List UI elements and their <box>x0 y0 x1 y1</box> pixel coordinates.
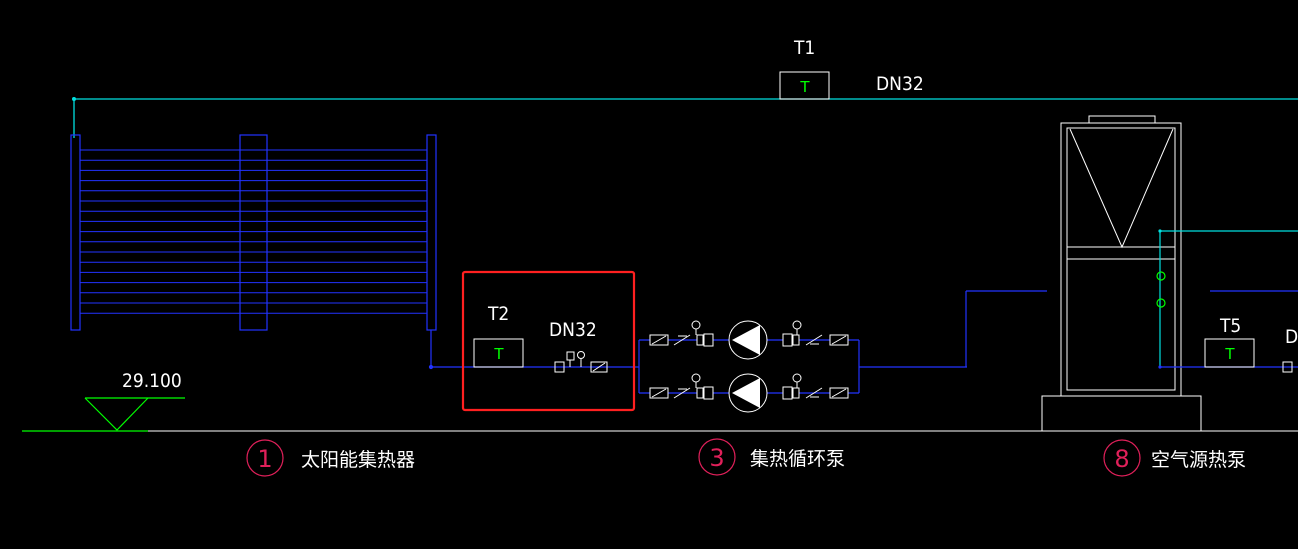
solar-collector[interactable] <box>70 134 437 331</box>
legend-item-3: 3 集热循环泵 <box>698 438 845 476</box>
legend-text-8: 空气源热泵 <box>1151 449 1246 471</box>
collector-tubes <box>80 149 427 314</box>
legend-text-3: 集热循环泵 <box>750 448 845 470</box>
elevation-marker <box>84 397 185 431</box>
label-dn-top: DN32 <box>876 73 924 95</box>
selection-highlight-box[interactable] <box>461 270 636 412</box>
sensor-t5-symbol: T <box>1224 345 1235 363</box>
label-t2: T2 <box>487 303 509 325</box>
valve-fitting-group <box>543 351 616 373</box>
label-t1: T1 <box>793 37 815 59</box>
legend-number-1: 1 <box>257 445 272 473</box>
elevation-label: 29.100 <box>122 370 182 392</box>
sensor-t2[interactable]: T <box>473 338 524 368</box>
pump-branch-lower[interactable] <box>639 373 859 413</box>
pump-branch-upper[interactable] <box>639 320 859 360</box>
legend-item-8: 8 空气源热泵 <box>1103 439 1246 477</box>
legend-text-1: 太阳能集热器 <box>301 449 415 471</box>
sensor-t2-symbol: T <box>493 345 504 363</box>
legend-number-3: 3 <box>709 444 724 472</box>
legend-item-1: 1 太阳能集热器 <box>246 439 415 477</box>
sensor-t5[interactable]: T <box>1204 338 1255 368</box>
top-supply-pipe <box>72 97 1298 138</box>
sensor-t1[interactable]: T <box>779 71 830 100</box>
label-t5: T5 <box>1219 315 1241 337</box>
heat-pump-connections <box>1156 229 1298 373</box>
legend-number-8: 8 <box>1114 445 1129 473</box>
label-dn-right: DN <box>1285 326 1298 348</box>
sensor-t1-symbol: T <box>799 78 810 96</box>
label-dn-mid: DN32 <box>549 319 597 341</box>
air-source-heat-pump[interactable] <box>1041 115 1202 432</box>
